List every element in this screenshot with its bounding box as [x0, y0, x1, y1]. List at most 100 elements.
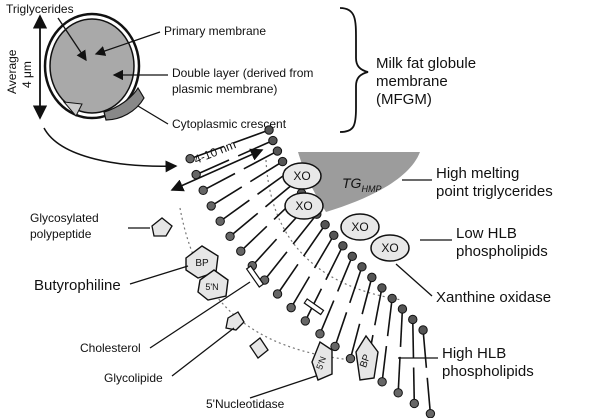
lipid-head — [393, 388, 403, 398]
lipid-head — [357, 262, 367, 272]
lipid-head — [198, 185, 208, 196]
glycolipide-shape — [225, 311, 245, 331]
triglycerides-label: Triglycerides — [6, 2, 74, 16]
lipid-head — [347, 251, 357, 262]
tg-hmp-region — [298, 152, 420, 212]
lipid-head — [300, 316, 311, 326]
lipid-head — [320, 220, 330, 230]
lipid-head — [272, 146, 283, 156]
svg-text:XO: XO — [295, 199, 312, 213]
lipid-tail — [325, 245, 344, 281]
cytoplasmic-crescent-shape — [103, 86, 145, 121]
xanthine-oxidase-label: Xanthine oxidase — [436, 289, 551, 306]
lipid-tail — [276, 263, 299, 295]
low-hlb-label-2: phospholipids — [456, 243, 548, 260]
nucleotidase-protein: 5'N — [197, 269, 229, 301]
mfgm-label-2: membrane — [376, 73, 448, 90]
cytoplasmic-crescent-label: Cytoplasmic crescent — [172, 117, 287, 131]
cytoplasmic-crescent-pointer — [137, 105, 169, 125]
lipid-head — [409, 398, 419, 409]
lipid-tail — [397, 356, 401, 393]
lipid-tail — [361, 277, 373, 315]
lipid-tail — [219, 199, 250, 222]
butyrophiline-pointer — [129, 265, 189, 285]
lipid-tail — [381, 345, 388, 382]
lipid-tail — [240, 225, 268, 252]
lipid-tail — [411, 319, 415, 358]
double-layer-label-2: plasmic membrane) — [172, 82, 277, 96]
lipid-head — [268, 135, 278, 146]
xanthine-oxidase-protein: XO — [370, 234, 410, 262]
primary-membrane-pointer — [94, 31, 161, 56]
glycosylated-label-1: Glycosylated — [30, 211, 99, 225]
lipid-head — [277, 156, 288, 167]
outer-boundary — [179, 207, 377, 363]
lipid-tail — [229, 212, 259, 237]
lipid-head — [225, 231, 235, 242]
lipid-tail — [374, 287, 383, 326]
tg-label: TGHMP — [342, 175, 381, 194]
double-layer-label-1: Double layer (derived from — [172, 66, 313, 80]
svg-text:BP: BP — [195, 258, 209, 269]
butyrophiline-label: Butyrophiline — [34, 277, 121, 294]
lipid-tail — [386, 298, 393, 337]
high-melting-label-2: point triglycerides — [436, 183, 553, 200]
xanthine-oxidase-pointer — [395, 263, 433, 297]
phospholipid-layer — [185, 125, 436, 418]
svg-text:BP: BP — [358, 353, 373, 370]
lipid-head — [264, 125, 274, 135]
mfgm-label-3: (MFGM) — [376, 91, 432, 108]
lipid-tail — [292, 213, 318, 245]
glycolipide-shape — [249, 337, 269, 359]
lipid-head — [215, 216, 225, 226]
lipid-tail — [349, 266, 363, 304]
xanthine-oxidase-protein: XO — [340, 213, 380, 241]
lipid-head — [330, 341, 340, 352]
lipid-head — [272, 289, 283, 299]
mfgm-label-1: Milk fat globule — [376, 55, 476, 72]
thickness-arrow — [170, 148, 264, 192]
lipid-tail — [422, 329, 428, 368]
lipid-tail — [399, 308, 404, 347]
lipid-head — [408, 314, 418, 325]
fat-globule — [43, 12, 145, 121]
lipid-tail — [233, 129, 270, 144]
nucleotidase-pointer — [249, 375, 317, 399]
primary-membrane-label: Primary membrane — [164, 24, 266, 38]
lipid-tail — [334, 312, 348, 347]
lipid-tail — [412, 367, 416, 404]
lipid-tail — [202, 172, 236, 192]
nucleotidase-protein: 5'N — [311, 340, 333, 381]
lipid-head — [377, 377, 387, 387]
glycosylated-polypeptide-shape — [151, 217, 173, 237]
svg-text:XO: XO — [381, 241, 398, 255]
lipid-head — [206, 201, 216, 211]
svg-text:XO: XO — [351, 220, 368, 234]
thickness-label: 4-10 nm — [192, 137, 238, 166]
lipid-head — [329, 230, 339, 240]
lipid-head — [236, 246, 246, 256]
svg-text:5'N: 5'N — [314, 355, 328, 371]
xanthine-oxidase-protein: XO — [284, 192, 324, 220]
lipid-head — [397, 304, 408, 314]
glycosylated-label-2: polypeptide — [30, 227, 92, 241]
lipid-head — [367, 272, 377, 283]
lipid-head — [338, 241, 348, 251]
lipid-tail — [313, 234, 335, 269]
lipid-tail — [243, 150, 278, 170]
lipid-head — [345, 353, 356, 364]
inner-boundary — [265, 159, 403, 301]
lipid-tail — [336, 256, 354, 292]
lipid-tail — [210, 186, 243, 207]
cholesterol-pointer — [149, 281, 251, 349]
mfgm-brace — [339, 7, 369, 133]
cholesterol-shape — [303, 298, 325, 316]
average-label: Average — [5, 49, 19, 94]
lipid-head — [387, 293, 397, 304]
lipid-head — [315, 329, 325, 339]
nucleotidase-label: 5'Nucleotidase — [206, 397, 285, 411]
low-hlb-label-1: Low HLB — [456, 225, 517, 242]
cholesterol-label: Cholesterol — [80, 341, 141, 355]
lipid-tail — [249, 160, 283, 183]
high-hlb-label-2: phospholipids — [442, 363, 534, 380]
